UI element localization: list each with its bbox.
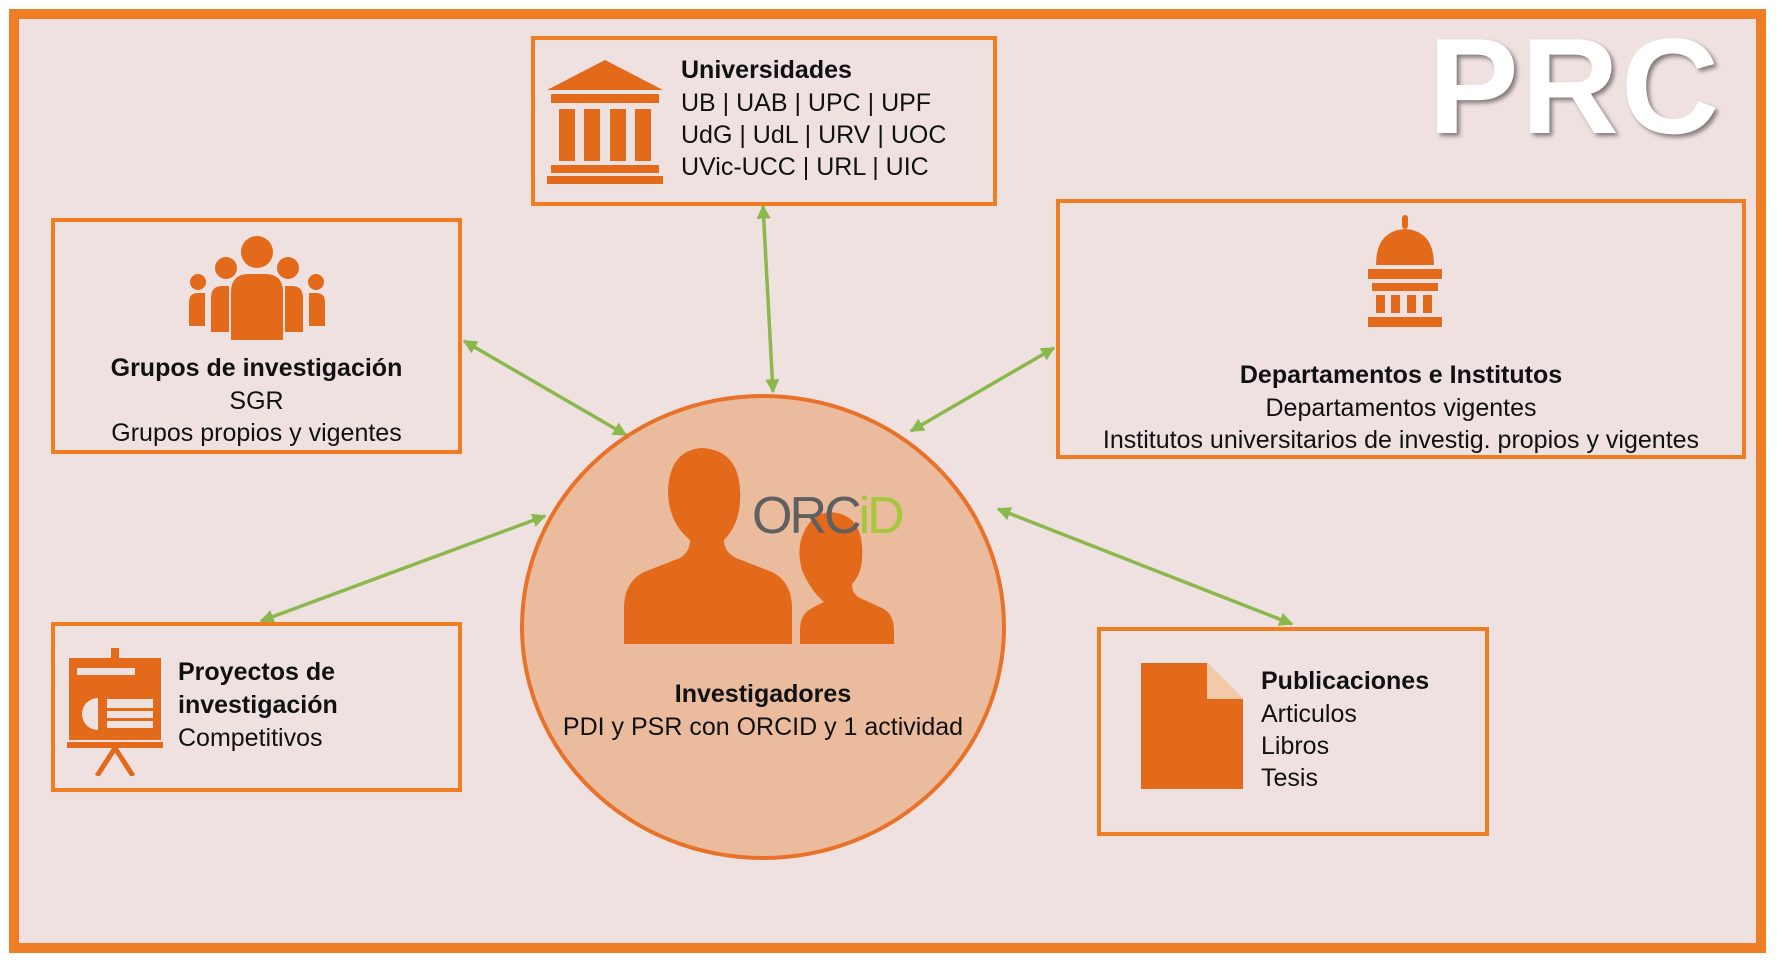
- grupos-line: Grupos propios y vigentes: [111, 419, 402, 447]
- proyectos-title: Proyectos de: [178, 658, 336, 686]
- publicaciones-box: Publicaciones Articulos Libros Tesis: [1097, 627, 1489, 836]
- universidades-line: UB | UAB | UPC | UPF: [681, 89, 932, 117]
- orcid-badge-part: iD: [858, 487, 905, 545]
- document-icon: [1141, 663, 1243, 789]
- connector-departamentos: [909, 346, 1056, 433]
- connector-proyectos: [259, 513, 547, 624]
- universidades-line: UVic-UCC | URL | UIC: [681, 153, 929, 181]
- departamentos-title: Departamentos e Institutos: [1239, 361, 1563, 389]
- publicaciones-line: Articulos: [1261, 700, 1357, 728]
- departamentos-line: Institutos universitarios de investig. p…: [1102, 426, 1700, 454]
- university-building-icon: [547, 60, 663, 184]
- grupos-title: Grupos de investigación: [110, 354, 403, 382]
- departamentos-line: Departamentos vigentes: [1265, 394, 1537, 422]
- publicaciones-line: Libros: [1261, 732, 1330, 760]
- people-group-icon: [189, 236, 325, 340]
- orcid-badge: ORCiD: [752, 487, 905, 545]
- publicaciones-title: Publicaciones: [1261, 667, 1430, 695]
- investigadores-hub: ORCiD Investigadores PDI y PSR con ORCID…: [520, 394, 1006, 860]
- proyectos-box: Proyectos de investigación Competitivos: [51, 622, 462, 792]
- universidades-line: UdG | UdL | URV | UOC: [681, 121, 947, 149]
- dome-building-icon: [1368, 215, 1442, 327]
- grupos-box: Grupos de investigación SGR Grupos propi…: [51, 218, 462, 454]
- universidades-box: Universidades UB | UAB | UPC | UPF UdG |…: [531, 36, 997, 206]
- investigadores-subtitle: PDI y PSR con ORCID y 1 actividad: [562, 713, 964, 741]
- researchers-icon: [624, 448, 894, 644]
- connector-universidades: [756, 204, 780, 394]
- presentation-board-icon: [67, 648, 163, 776]
- connector-publicaciones: [996, 507, 1294, 626]
- investigadores-title: Investigadores: [674, 680, 852, 708]
- orcid-badge-part: ORC: [752, 487, 862, 545]
- publicaciones-line: Tesis: [1261, 764, 1318, 792]
- grupos-line: SGR: [229, 387, 284, 415]
- departamentos-box: Departamentos e Institutos Departamentos…: [1056, 199, 1746, 459]
- brand-title: PRC: [1428, 10, 1722, 162]
- universidades-title: Universidades: [681, 56, 852, 84]
- proyectos-line: Competitivos: [178, 724, 323, 752]
- proyectos-title: investigación: [178, 691, 338, 719]
- connector-grupos: [462, 339, 628, 437]
